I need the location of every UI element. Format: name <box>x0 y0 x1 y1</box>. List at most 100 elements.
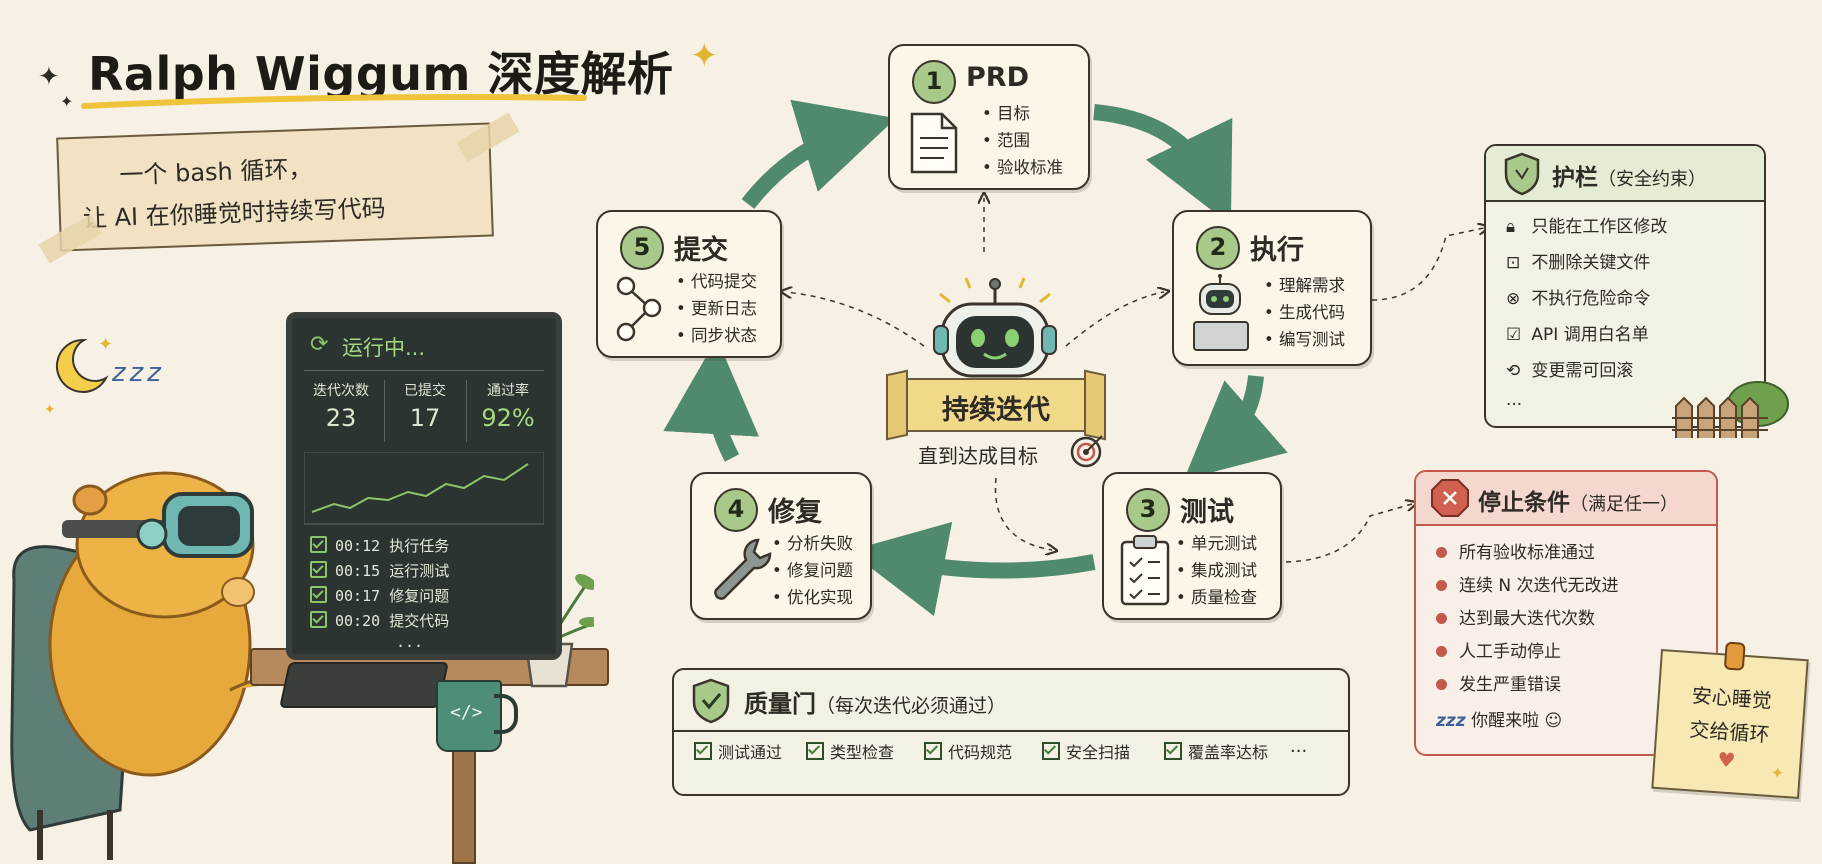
guardrail-item: ⊡ 不删除关键文件 <box>1506 253 1651 273</box>
sleep-zzz: zzz <box>112 358 165 388</box>
guardrail-item: ☑ API 调用白名单 <box>1506 325 1649 345</box>
sparkle-icon: ✦ <box>44 402 56 418</box>
stat-iterations: 迭代次数 23 <box>300 380 382 432</box>
sparkle-icon: ✦ <box>98 334 114 355</box>
check-icon <box>694 742 712 760</box>
stat-label: 迭代次数 <box>313 383 369 399</box>
step-title: 测试 <box>1180 497 1234 528</box>
center-caption: 直到达成目标 <box>918 444 1038 468</box>
quality-gate-panel: 质量门（每次迭代必须通过） <box>672 668 1350 796</box>
step-number: 2 <box>1196 226 1240 270</box>
gate-item: 代码规范 <box>924 739 1012 763</box>
step-item: 集成测试 <box>1176 557 1257 584</box>
stop-item: 所有验收标准通过 <box>1436 538 1595 563</box>
bullet-icon <box>1436 547 1447 558</box>
moon-icon <box>55 338 109 393</box>
note-line-2: 交给循环 <box>1688 717 1771 747</box>
step-item: 修复问题 <box>772 557 853 584</box>
terminal-monitor: ⟳ 运行中... 迭代次数 23 已提交 17 通过率 92% 00:12 执行… <box>286 312 562 660</box>
stat-value: 23 <box>325 404 357 432</box>
step-items: 代码提交 更新日志 同步状态 <box>676 268 757 349</box>
shield-check-icon <box>692 678 730 724</box>
step-item: 生成代码 <box>1264 299 1345 326</box>
check-icon <box>1042 742 1060 760</box>
gate-title: 质量门（每次迭代必须通过） <box>744 690 1007 718</box>
gate-item: 安全扫描 <box>1042 739 1130 763</box>
banner-ribbon-left <box>886 369 908 441</box>
gate-item: 覆盖率达标 <box>1164 739 1268 763</box>
stop-item: 连续 N 次迭代无改进 <box>1436 571 1619 596</box>
lock-icon: ⊡ <box>1506 253 1521 273</box>
guardrails-panel: 护栏（安全约束） 🔒︎ 只能在工作区修改 ⊡ 不删除关键文件 ⊗ 不执行危险命令… <box>1484 144 1766 428</box>
heart-icon: ♥ <box>1716 747 1737 773</box>
step-item: 同步状态 <box>676 322 757 349</box>
step-item: 更新日志 <box>676 295 757 322</box>
check-icon <box>310 561 327 578</box>
document-icon <box>910 112 958 174</box>
step-items: 单元测试 集成测试 质量检查 <box>1176 530 1257 611</box>
guardrail-item: ⊗ 不执行危险命令 <box>1506 289 1651 309</box>
smile-icon: ☺ <box>1544 711 1563 731</box>
log-row: 00:12 执行任务 <box>310 534 449 559</box>
guardrail-more: ... <box>1506 390 1523 410</box>
step-number: 3 <box>1126 488 1170 532</box>
step-card-fix: 4 修复 分析失败 修复问题 优化实现 <box>690 472 872 620</box>
stop-item: 发生严重错误 <box>1436 670 1561 695</box>
bag-icon: 🔒︎ <box>1506 217 1516 237</box>
bullet-icon <box>1436 646 1447 657</box>
trend-sparkline <box>304 452 544 525</box>
title-underline <box>81 94 587 109</box>
stop-item: 达到最大迭代次数 <box>1436 604 1595 629</box>
step-items: 分析失败 修复问题 优化实现 <box>772 530 853 611</box>
step-title: 执行 <box>1250 235 1304 266</box>
step-item: 代码提交 <box>676 268 757 295</box>
hamster-illustration <box>10 471 300 860</box>
stat-divider <box>384 380 385 442</box>
stat-pass-rate: 通过率 92% <box>468 380 548 432</box>
stat-value: 17 <box>409 404 441 432</box>
step-item: 范围 <box>982 127 1063 154</box>
guardrails-title: 护栏（安全约束） <box>1552 165 1706 191</box>
guardrail-item: 🔒︎ 只能在工作区修改 <box>1506 217 1668 237</box>
log-more: ... <box>396 633 424 651</box>
mug-handle <box>494 694 518 734</box>
sparkle-icon: ✦ <box>690 36 719 76</box>
refresh-icon: ⟳ <box>310 332 329 357</box>
log-row: 00:17 修复问题 <box>310 584 449 609</box>
step-title: 提交 <box>674 235 728 266</box>
clipboard-icon <box>1120 535 1170 606</box>
step-number: 4 <box>714 488 758 532</box>
log-row: 00:15 运行测试 <box>310 559 449 584</box>
step-card-prd: 1 PRD 目标 范围 验收标准 <box>888 44 1090 190</box>
banner-ribbon-right <box>1084 369 1106 441</box>
check-icon <box>806 742 824 760</box>
sticky-note: 安心睡觉 交给循环 ♥ ✦ <box>1651 641 1809 799</box>
fence-bush-illustration <box>1672 381 1789 438</box>
sparkle-icon: ✦ <box>38 62 60 92</box>
step-item: 分析失败 <box>772 530 853 557</box>
bullet-icon <box>1436 613 1447 624</box>
page-title: Ralph Wiggum 深度解析 <box>88 47 674 101</box>
ban-icon: ⊗ <box>1506 289 1521 309</box>
stat-committed: 已提交 17 <box>386 380 464 432</box>
center-banner: 持续迭代 <box>896 378 1096 432</box>
gate-item: 测试通过 <box>694 739 782 763</box>
terminal-status: 运行中... <box>342 336 426 360</box>
step-item: 质量检查 <box>1176 584 1257 611</box>
robot-laptop-icon <box>1193 274 1249 351</box>
step-item: 编写测试 <box>1264 326 1345 353</box>
sparkle-icon: ✦ <box>60 92 74 111</box>
note-line-1: 安心睡觉 <box>1691 683 1773 713</box>
step-item: 优化实现 <box>772 584 853 611</box>
coffee-mug: </> <box>436 680 502 752</box>
stat-value: 92% <box>481 404 535 432</box>
rollback-icon: ⟲ <box>1506 361 1521 381</box>
gate-item: 类型检查 <box>806 739 894 763</box>
step-item: 理解需求 <box>1264 272 1345 299</box>
step-number: 5 <box>620 226 664 270</box>
step-item: 验收标准 <box>982 154 1063 181</box>
step-item: 单元测试 <box>1176 530 1257 557</box>
step-items: 理解需求 生成代码 编写测试 <box>1264 272 1345 353</box>
stop-item: 人工手动停止 <box>1436 637 1561 662</box>
check-icon <box>1164 742 1182 760</box>
